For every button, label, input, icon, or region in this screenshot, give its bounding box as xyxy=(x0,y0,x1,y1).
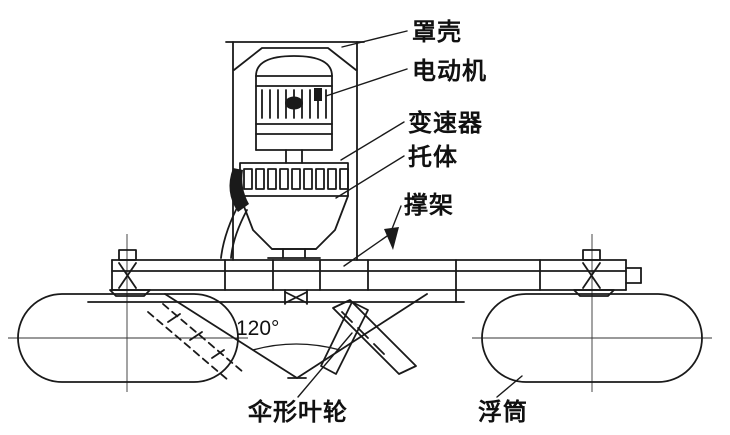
label-motor: 电动机 xyxy=(412,58,487,85)
leader-gearbox xyxy=(340,121,405,161)
lifting-lug-left xyxy=(118,249,137,261)
leader-bracket-arrowhead xyxy=(384,227,399,250)
casing-outline xyxy=(225,41,365,261)
label-support-body: 托体 xyxy=(408,144,458,171)
mounting-foot-left xyxy=(109,289,151,297)
leader-lines xyxy=(297,30,523,398)
motor-terminal xyxy=(314,88,322,101)
gearbox-housing xyxy=(229,162,349,212)
leader-support-body xyxy=(335,155,405,199)
motor-shaft-hub xyxy=(285,96,303,110)
label-bracket: 撑架 xyxy=(404,192,454,219)
motor-body xyxy=(255,55,333,151)
labels: 罩壳 电动机 变速器 托体 撑架 120° 伞形叶轮 浮筒 xyxy=(236,19,528,426)
pontoon-right xyxy=(481,293,703,383)
pontoon-centerlines xyxy=(8,234,712,392)
mounting-foot-right xyxy=(573,289,615,297)
leader-impeller xyxy=(297,332,353,398)
impeller-cone-left-edge xyxy=(164,293,298,379)
label-float: 浮筒 xyxy=(478,398,528,426)
impeller-blade-left-hidden xyxy=(147,303,244,381)
leader-float xyxy=(496,375,523,398)
impeller-hub xyxy=(284,289,308,305)
impeller-blade-center xyxy=(320,301,369,375)
label-gearbox: 变速器 xyxy=(408,109,483,137)
gearbox-shadow xyxy=(229,168,249,212)
drive-shaft xyxy=(285,149,303,164)
angle-dimension-arc xyxy=(252,343,341,351)
support-beam xyxy=(109,249,642,303)
machine-linework xyxy=(17,30,703,398)
leader-motor xyxy=(325,68,408,97)
leader-casing xyxy=(341,30,408,48)
label-casing: 罩壳 xyxy=(412,19,462,46)
support-body-outline xyxy=(220,195,349,259)
lifting-lug-right xyxy=(582,249,601,261)
label-angle-120: 120° xyxy=(236,317,279,340)
label-impeller: 伞形叶轮 xyxy=(247,398,348,426)
impeller-blade-right xyxy=(332,299,417,375)
pontoon-left xyxy=(17,293,239,383)
impeller-assembly xyxy=(87,289,465,381)
